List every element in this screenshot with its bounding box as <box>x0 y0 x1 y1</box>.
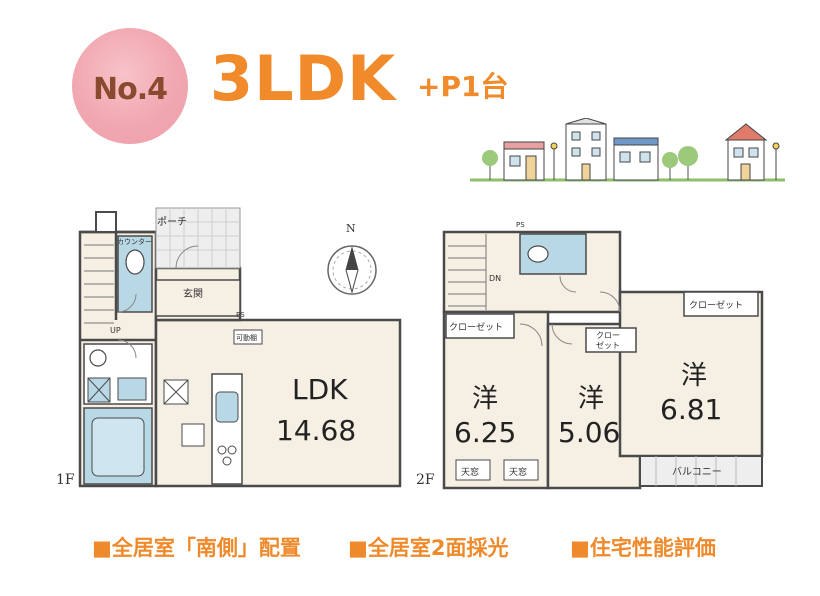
entrance-area <box>155 279 241 317</box>
skylight-1-label: 天窓 <box>461 468 480 478</box>
skylight-2-label: 天窓 <box>509 468 528 478</box>
ldk-room-name: LDK <box>292 373 348 406</box>
balcony-label: バルコニー <box>672 467 722 478</box>
stairs-1f <box>84 244 114 324</box>
room-right-size: 6.81 <box>660 393 723 426</box>
room-left-name: 洋 <box>472 384 499 414</box>
lamp-post-icon <box>772 142 780 180</box>
closet-left <box>445 313 515 339</box>
room-mid-name: 洋 <box>578 384 605 414</box>
tree-icon <box>662 152 678 180</box>
vanity-icon <box>117 377 147 401</box>
room-right-name: 洋 <box>681 361 708 391</box>
movable-shelf-box <box>233 329 263 345</box>
shop-building-icon <box>503 141 545 181</box>
stove-icon <box>217 445 237 466</box>
tree-icon <box>678 146 698 180</box>
blue-house-icon <box>613 137 659 181</box>
porch-label: ポーチ <box>157 217 187 228</box>
room-mid-size: 5.06 <box>558 416 621 449</box>
number-badge: No.4 <box>72 28 188 144</box>
feature-two-side-light: ■全居室2面採光 <box>348 536 509 560</box>
closet-right-label: クローゼット <box>689 301 744 311</box>
dn-label: DN <box>489 274 502 283</box>
kitchen-island-icon <box>181 423 205 447</box>
floor-label-1f: 1F <box>56 472 75 488</box>
balcony-area <box>639 455 763 487</box>
apartment-building-icon <box>565 118 607 181</box>
closet-middle-label-line2: ゼット <box>596 341 620 350</box>
entrance-label: 玄関 <box>183 289 203 300</box>
layout-type-title: 3LDK <box>210 42 397 115</box>
floor-label-2f: 2F <box>416 472 435 488</box>
badge-text: No.4 <box>93 72 168 107</box>
ps-label-1f: PS <box>236 311 245 319</box>
tree-icon <box>482 150 498 180</box>
toilet-icon <box>527 245 549 263</box>
closet-middle-label-line1: クロー <box>596 331 620 340</box>
counter-label: カウンター <box>117 238 152 246</box>
feature-south-rooms: ■全居室「南側」配置 <box>92 536 301 560</box>
kitchen-sink-icon <box>215 391 239 423</box>
storage-box <box>95 211 117 233</box>
compass-north-label: N <box>346 222 356 235</box>
red-roof-house-icon <box>724 123 768 181</box>
up-label: UP <box>110 326 121 335</box>
door-swings-1f <box>117 245 199 359</box>
feature-performance-evaluation: ■住宅性能評価 <box>570 536 716 560</box>
room-left-size: 6.25 <box>454 416 517 449</box>
bathtub-icon <box>91 417 145 477</box>
skylight-1 <box>455 459 491 481</box>
lamp-post-icon <box>550 142 558 180</box>
door-swings-2f <box>519 275 621 347</box>
movable-shelf-label: 可動棚 <box>236 334 257 342</box>
closet-left-label: クローゼット <box>449 323 504 333</box>
parking-label: +P1台 <box>417 70 509 103</box>
stairs-2f <box>448 234 487 310</box>
compass-icon <box>327 245 377 295</box>
closet-middle <box>585 327 637 353</box>
toilet-icon <box>125 249 145 275</box>
town-illustration <box>470 118 785 182</box>
porch-tiles <box>155 207 241 269</box>
ldk-room-size: 14.68 <box>276 414 357 447</box>
ps-label-2f: PS <box>516 221 525 229</box>
skylight-2 <box>503 459 539 481</box>
closet-right <box>683 291 759 317</box>
sink-icon <box>89 349 107 367</box>
